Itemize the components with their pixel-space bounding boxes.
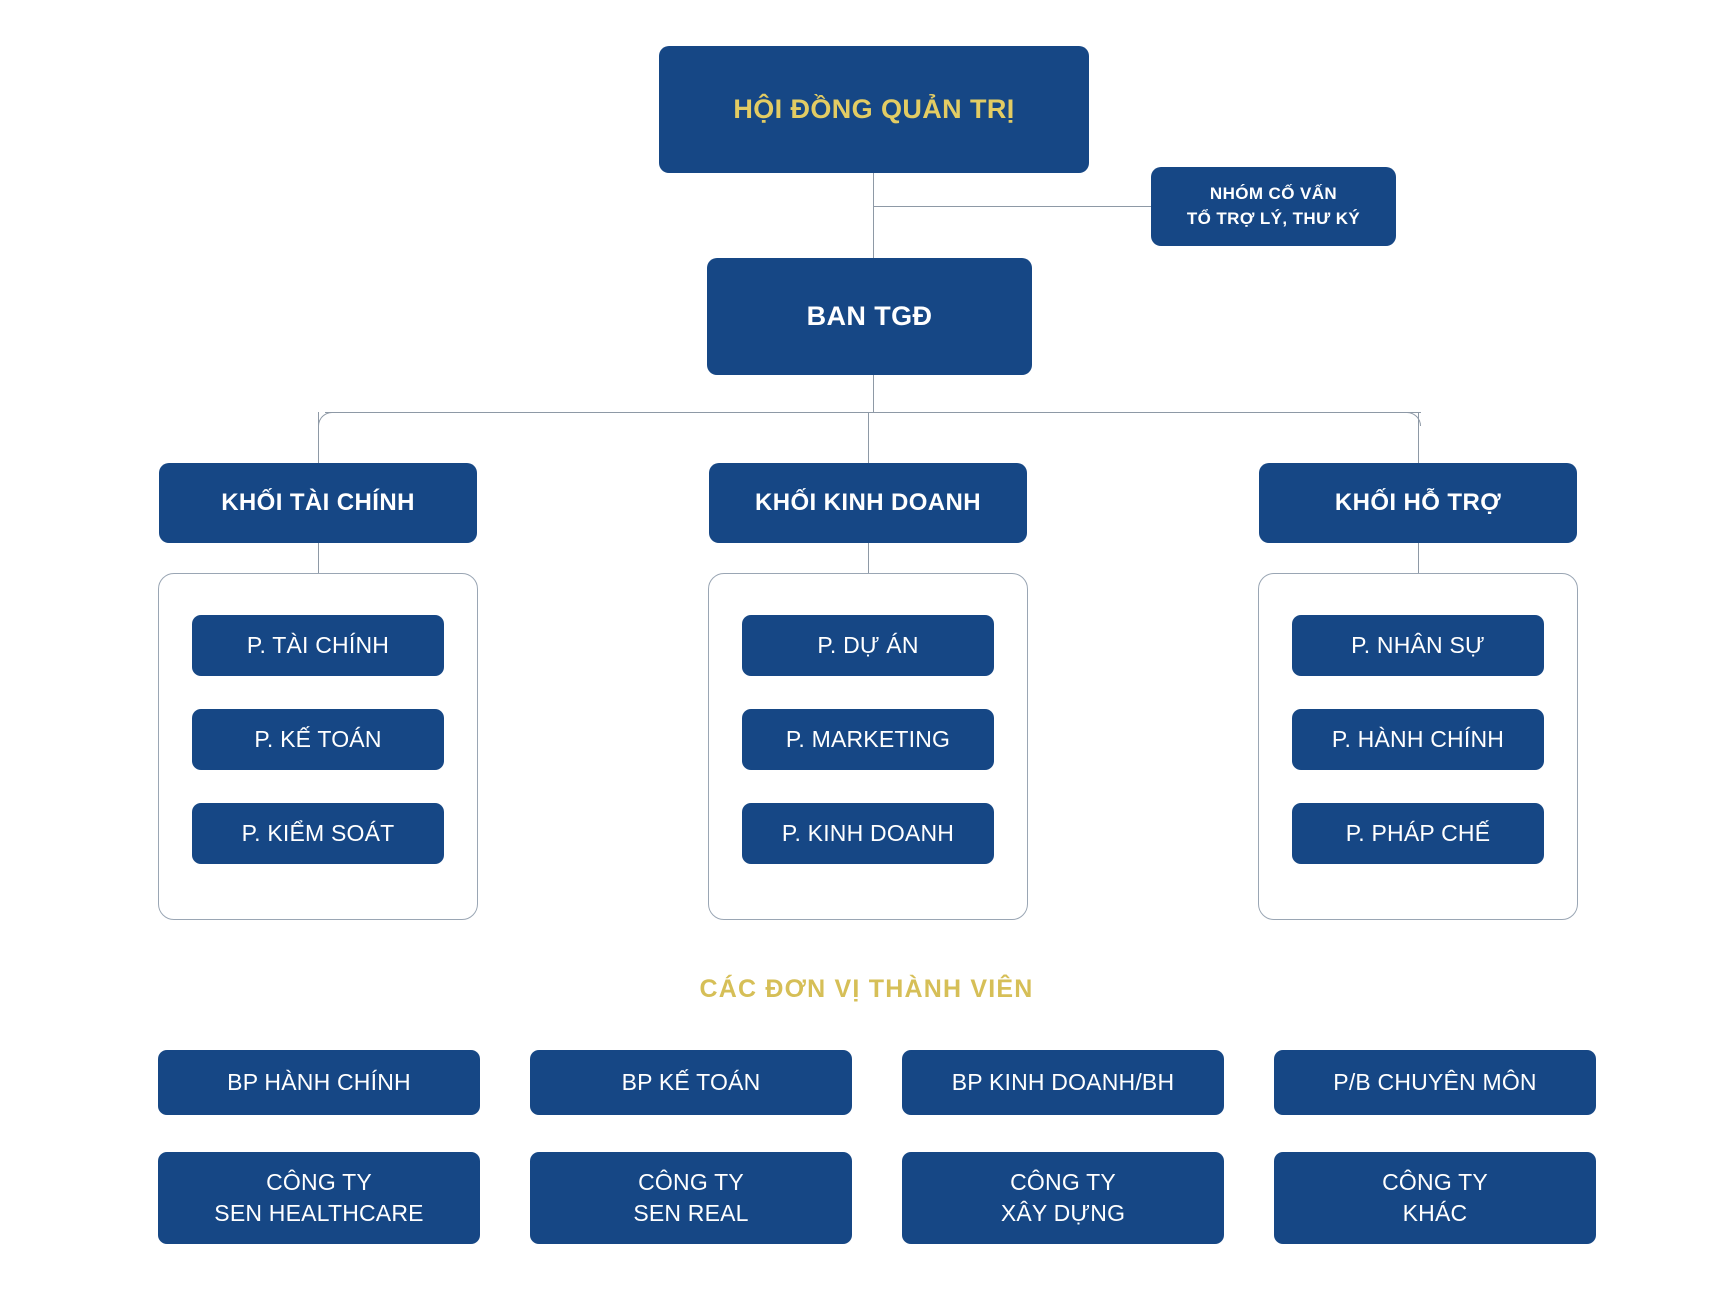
- advisors-line-2: TỔ TRỢ LÝ, THƯ KÝ: [1186, 208, 1361, 228]
- company-line-2: KHÁC: [1402, 1200, 1468, 1226]
- department-box[interactable]: P. KINH DOANH: [742, 803, 994, 864]
- department-box[interactable]: P. MARKETING: [742, 709, 994, 770]
- connector-drop-division-0: [318, 412, 320, 463]
- department-box[interactable]: P. DỰ ÁN: [742, 615, 994, 676]
- department-box[interactable]: P. KẾ TOÁN: [192, 709, 444, 770]
- department-box[interactable]: P. TÀI CHÍNH: [192, 615, 444, 676]
- department-box[interactable]: P. KIỂM SOÁT: [192, 803, 444, 864]
- connector-division-bus: [325, 412, 1421, 414]
- member-unit-box[interactable]: BP KINH DOANH/BH: [902, 1050, 1224, 1115]
- company-line-2: SEN HEALTHCARE: [214, 1200, 424, 1226]
- member-company-box[interactable]: CÔNG TY KHÁC: [1274, 1152, 1596, 1244]
- division-header-business[interactable]: KHỐI KINH DOANH: [709, 463, 1027, 543]
- division-header-finance[interactable]: KHỐI TÀI CHÍNH: [159, 463, 477, 543]
- connector-drop-division-1: [868, 412, 870, 463]
- member-unit-box[interactable]: P/B CHUYÊN MÔN: [1274, 1050, 1596, 1115]
- division-group-container-0: [158, 573, 478, 920]
- company-line-2: SEN REAL: [633, 1200, 749, 1226]
- company-line-1: CÔNG TY: [266, 1168, 372, 1195]
- company-line-2: XÂY DỰNG: [1000, 1200, 1126, 1226]
- member-units-title: CÁC ĐƠN VỊ THÀNH VIÊN: [699, 975, 1034, 1003]
- connector-board-to-advisors: [873, 206, 1151, 208]
- department-box[interactable]: P. NHÂN SỰ: [1292, 615, 1544, 676]
- member-company-box[interactable]: CÔNG TY XÂY DỰNG: [902, 1152, 1224, 1244]
- bus-corner-left: [318, 412, 332, 426]
- connector-tgd-down: [873, 375, 875, 413]
- division-group-container-2: [1258, 573, 1578, 920]
- advisors-group-box[interactable]: NHÓM CỐ VẤN TỔ TRỢ LÝ, THƯ KÝ: [1151, 167, 1396, 246]
- connector-division-1-to-group: [868, 543, 870, 574]
- connector-division-2-to-group: [1418, 543, 1420, 574]
- member-company-box[interactable]: CÔNG TY SEN HEALTHCARE: [158, 1152, 480, 1244]
- connector-division-0-to-group: [318, 543, 320, 574]
- division-header-support[interactable]: KHỐI HỖ TRỢ: [1259, 463, 1577, 543]
- connector-board-to-tgd: [873, 173, 875, 258]
- advisors-line-1: NHÓM CỐ VẤN: [1209, 183, 1338, 203]
- company-line-1: CÔNG TY: [1382, 1168, 1488, 1195]
- member-company-box[interactable]: CÔNG TY SEN REAL: [530, 1152, 852, 1244]
- member-unit-box[interactable]: BP HÀNH CHÍNH: [158, 1050, 480, 1115]
- connector-drop-division-2: [1418, 412, 1420, 463]
- department-box[interactable]: P. PHÁP CHẾ: [1292, 803, 1544, 864]
- company-line-1: CÔNG TY: [1010, 1168, 1116, 1195]
- department-box[interactable]: P. HÀNH CHÍNH: [1292, 709, 1544, 770]
- member-unit-box[interactable]: BP KẾ TOÁN: [530, 1050, 852, 1115]
- executive-board-box[interactable]: BAN TGĐ: [707, 258, 1032, 375]
- division-group-container-1: [708, 573, 1028, 920]
- board-of-directors-box[interactable]: HỘI ĐỒNG QUẢN TRỊ: [659, 46, 1089, 173]
- company-line-1: CÔNG TY: [638, 1168, 744, 1195]
